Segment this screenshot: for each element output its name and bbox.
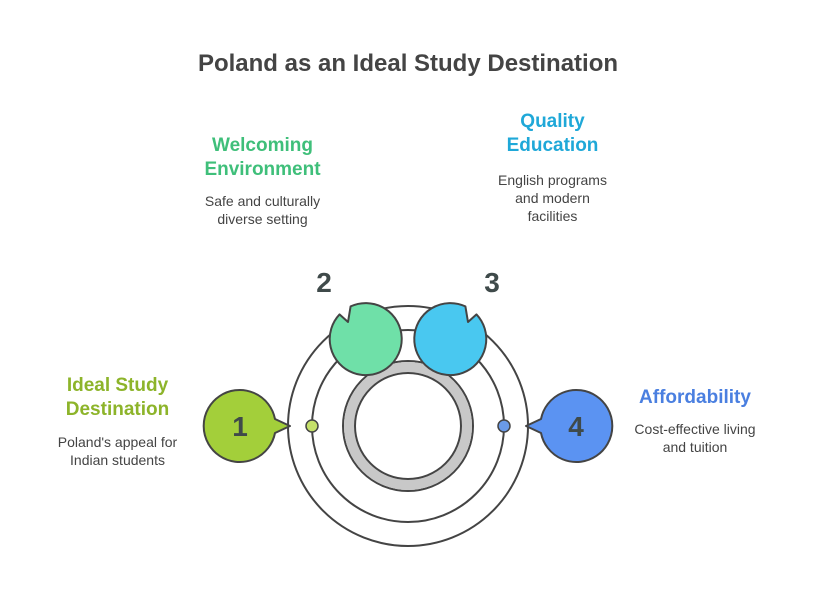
item-1-number: 1 [232, 411, 248, 442]
item-2-number: 2 [316, 267, 332, 298]
inner-ring-band [344, 362, 472, 490]
item-4-bubble [525, 389, 614, 463]
inner-ring-inner-edge [354, 372, 462, 480]
inner-ring [342, 360, 474, 492]
item-4-heading: Affordability [639, 387, 751, 408]
item-3-description: English programs and modern facilities [498, 172, 607, 224]
item-4-number: 4 [568, 411, 584, 442]
item-3-heading: Quality Education [506, 111, 599, 156]
item-2-bubble [328, 302, 403, 377]
item-2-heading: Welcoming Environment [204, 135, 321, 180]
diagram-title: Poland as an Ideal Study Destination [197, 50, 619, 77]
item-1-bubble [202, 389, 291, 463]
item-2-description: Safe and culturally diverse setting [204, 193, 321, 227]
item-4-dot [497, 419, 511, 433]
item-1-dot [305, 419, 319, 433]
item-3-bubble [413, 302, 488, 377]
item-1-description: Poland's appeal for Indian students [57, 434, 178, 468]
item-3-number: 3 [484, 267, 500, 298]
item-1-heading: Ideal Study Destination [65, 375, 170, 420]
item-4-description: Cost-effective living and tuition [634, 421, 756, 455]
